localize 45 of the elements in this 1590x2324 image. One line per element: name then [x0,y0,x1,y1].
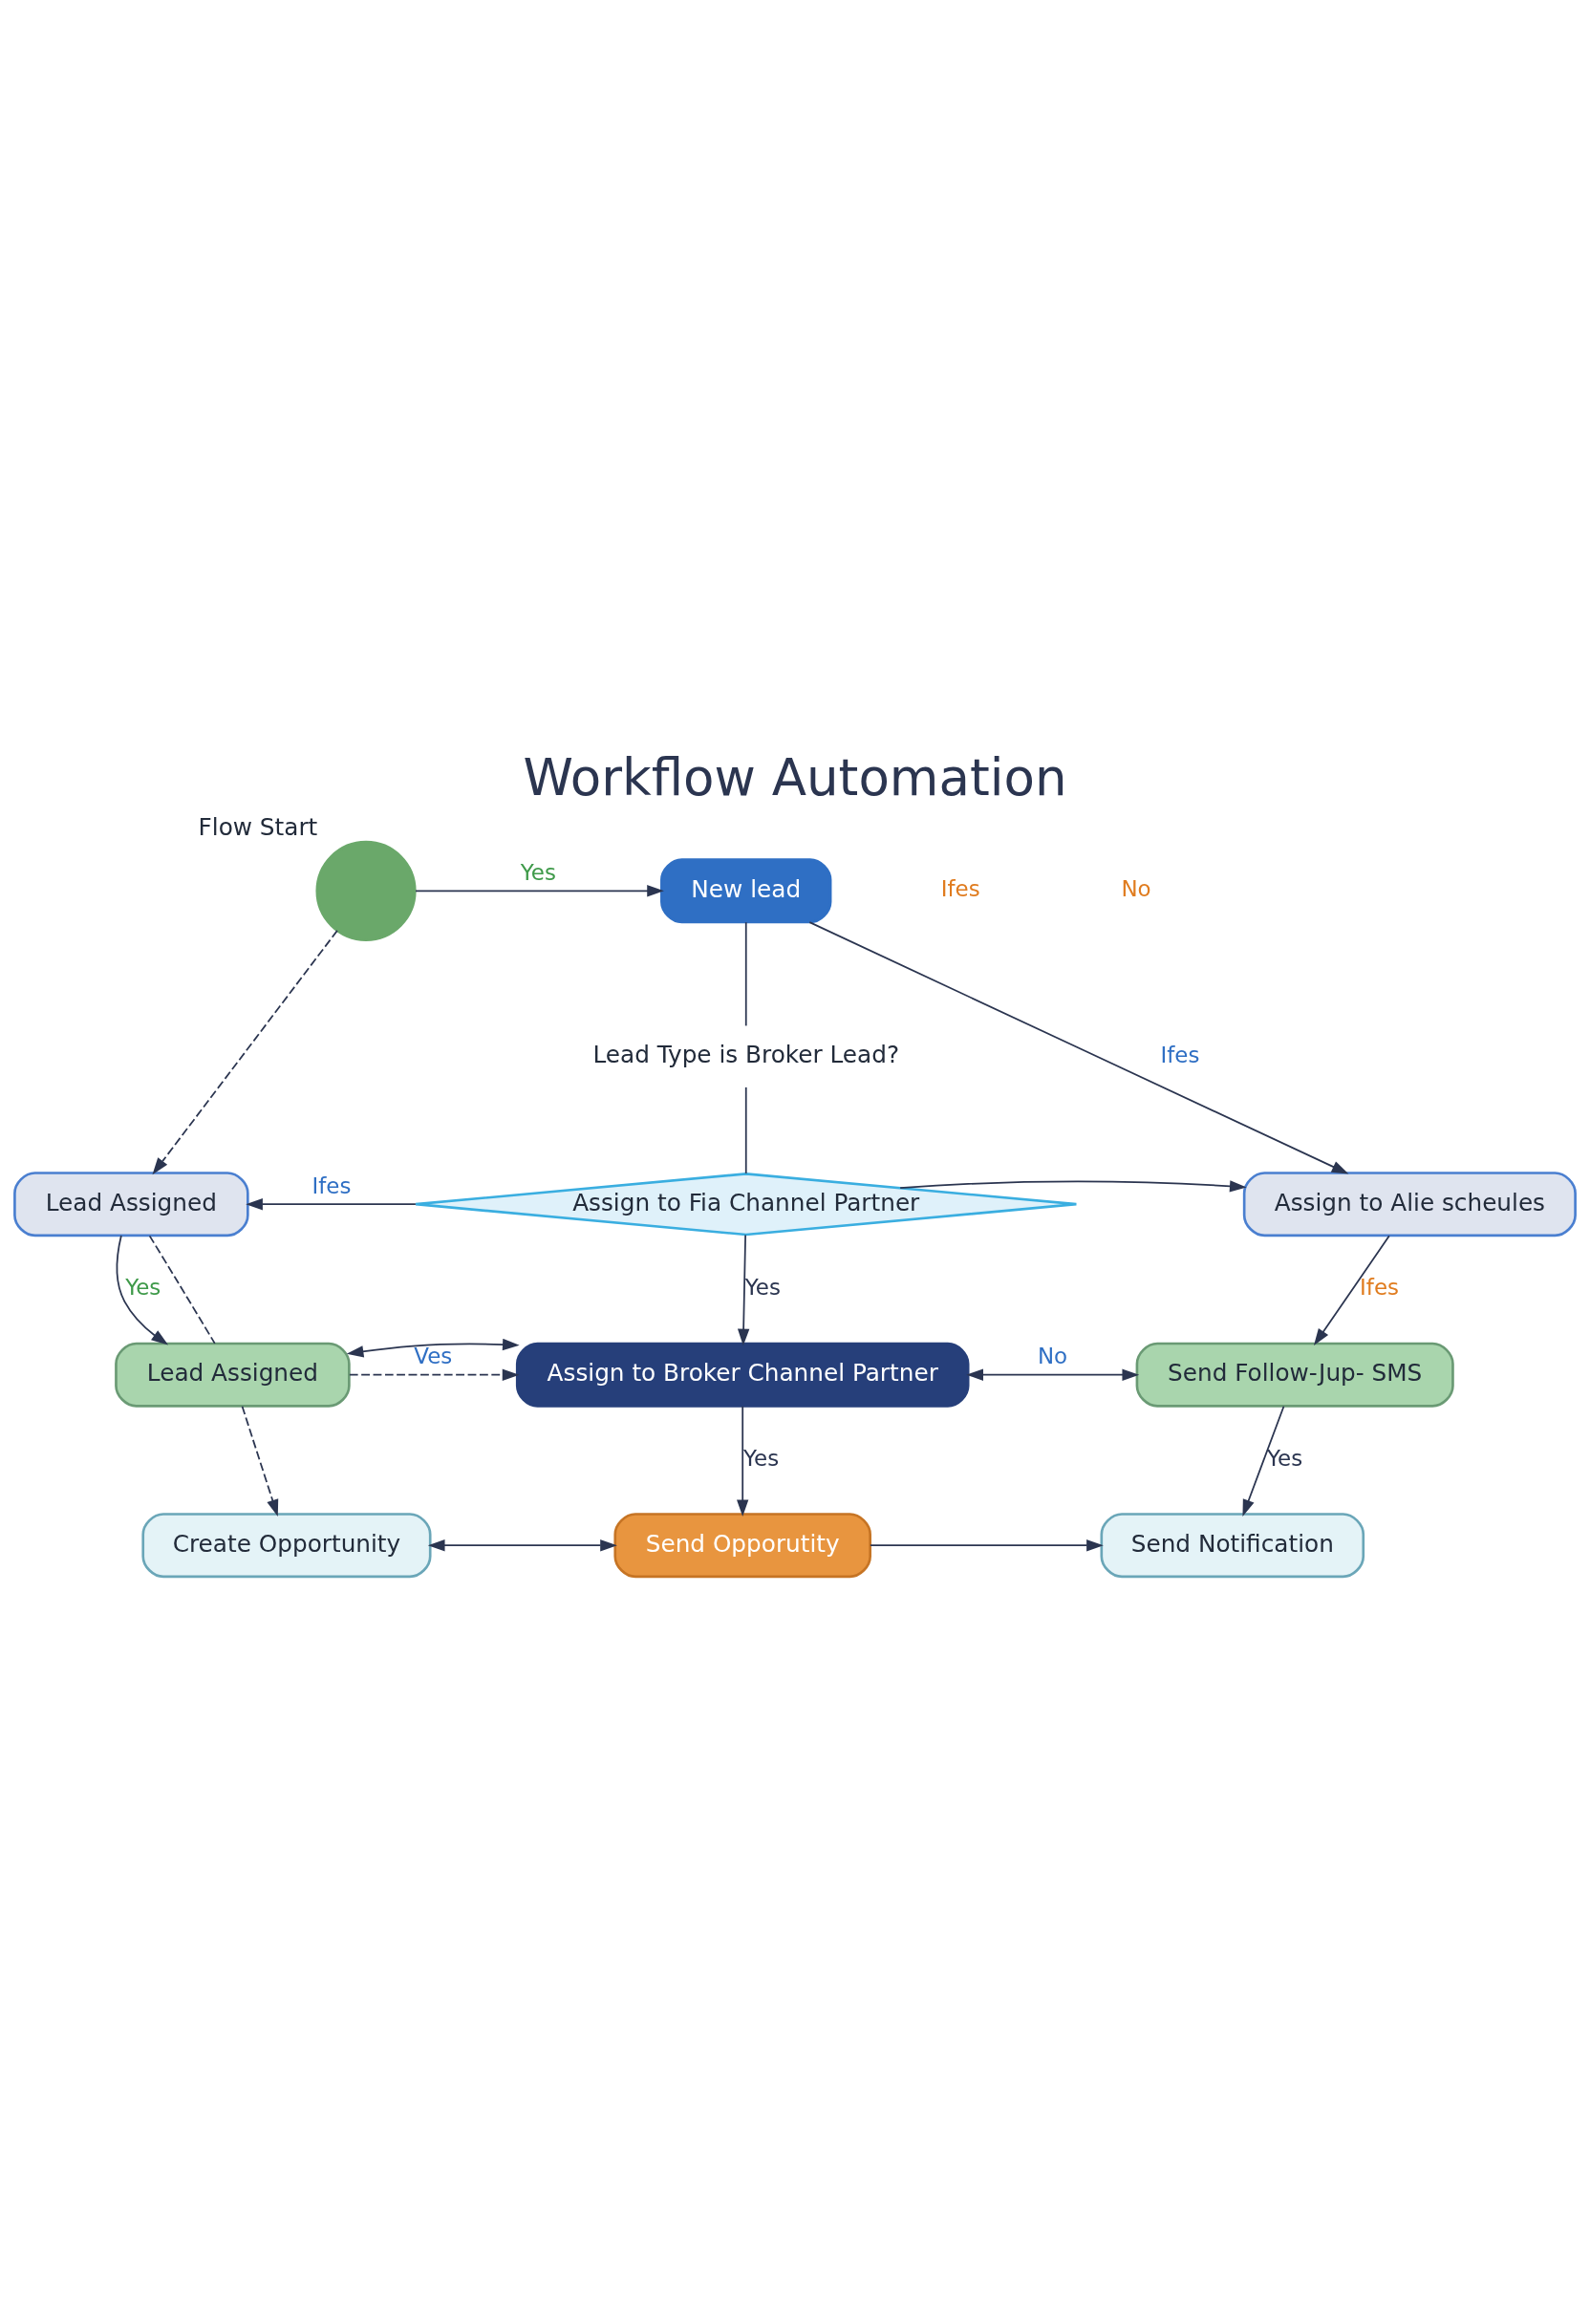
edge-label: Ifes [1360,1275,1400,1301]
node-box: Assign to Alie scheules [1242,1172,1577,1237]
edge-label: Yes [520,859,556,885]
connector [744,1087,747,1174]
arrow [116,1235,169,1345]
arrow [349,1368,520,1381]
node-box: Assign to Broker Channel Partner [515,1342,970,1408]
edge-label: Yes [1267,1445,1303,1471]
edge-label: Yes [744,1275,781,1301]
node-text: Lead Type is Broker Lead? [592,1041,900,1069]
node-box: Send Opporutity [613,1513,871,1579]
arrow [427,1539,617,1552]
arrow [152,929,338,1175]
label: No [1121,876,1151,902]
arrow [1313,1235,1390,1346]
node-label: Flow Start [198,813,318,842]
arrow [870,1539,1104,1552]
arrow [737,1405,749,1517]
connector [148,1235,216,1345]
arrow [241,1405,279,1517]
arrow [1242,1405,1285,1517]
node-box: Lead Assigned [115,1342,351,1408]
arrow [346,1338,520,1358]
arrow [415,885,664,897]
diagram-title: Workflow Automation [523,747,1067,807]
node-box: Create Opportunity [141,1513,432,1579]
arrow [808,921,1349,1174]
label: Ifes [940,876,980,902]
edge-label: Ifes [312,1173,352,1198]
edge-label: Yes [125,1275,161,1301]
node-box: Lead Assigned [13,1172,249,1237]
arrow [899,1180,1247,1193]
arrow [966,1368,1140,1381]
edge-label: Ifes [1160,1042,1200,1067]
arrow [246,1198,417,1211]
node-circle [315,840,417,941]
connector [744,921,747,1027]
node-box: Send Follow-Jup- SMS [1135,1342,1454,1408]
node-box: New lead [660,858,832,924]
edge-label: No [1037,1344,1068,1369]
node-box: Send Notification [1100,1513,1365,1579]
edge-label: Yes [743,1445,780,1471]
arrow [737,1234,750,1346]
edge-label: Ves [414,1344,453,1369]
node-diamond: Assign to Fia Channel Partner [414,1173,1078,1237]
